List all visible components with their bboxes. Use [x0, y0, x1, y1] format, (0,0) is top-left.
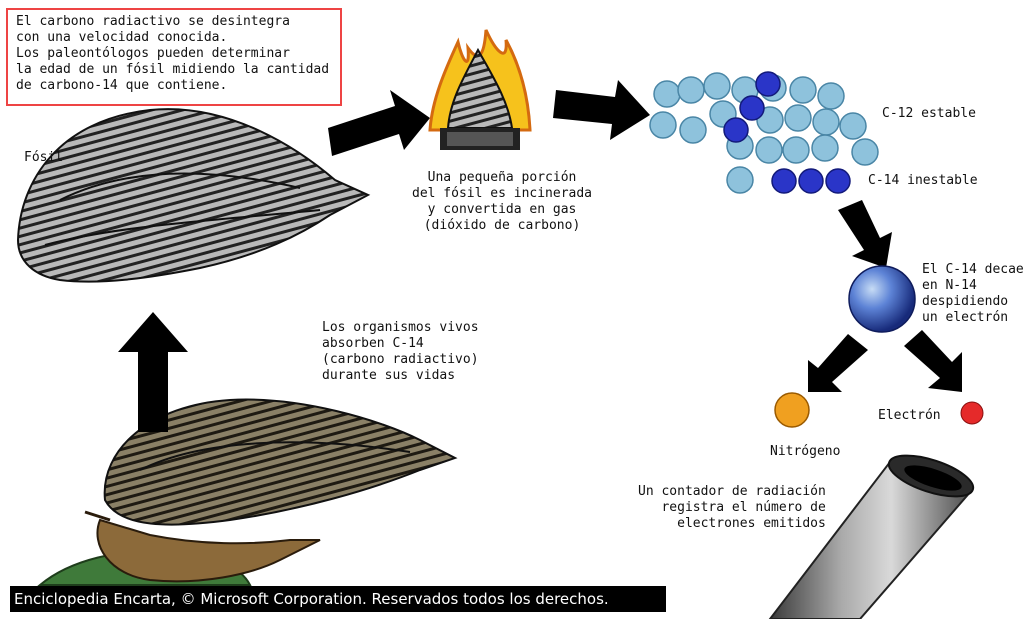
- c14-decay-ball: [848, 265, 916, 333]
- electron-label: Electrón: [878, 408, 941, 423]
- arrow-fire-to-atoms: [553, 80, 650, 140]
- living-snail-illustration: [37, 398, 458, 586]
- atom-cluster: [649, 71, 879, 194]
- arrow-fossil-to-fire: [328, 90, 430, 156]
- arrow-atoms-to-decay: [838, 200, 892, 268]
- living-organisms-text: Los organismos vivos absorben C-14 (carb…: [322, 320, 479, 383]
- nitrogen-label: Nitrógeno: [770, 444, 841, 459]
- electron-particle: [960, 401, 984, 425]
- c14-atoms: [723, 71, 851, 194]
- fossil-label: Fósil: [24, 150, 64, 165]
- c12-label: C-12 estable: [882, 106, 976, 121]
- arrow-to-electron: [904, 330, 962, 392]
- nitrogen-atom: [774, 392, 810, 428]
- copyright-text: Enciclopedia Encarta, © Microsoft Corpor…: [14, 590, 609, 608]
- arrow-snail-to-fossil: [118, 312, 188, 432]
- incineration-text: Una pequeña porción del fósil es inciner…: [412, 170, 593, 233]
- intro-text: El carbono radiactivo se desintegra con …: [16, 14, 330, 93]
- decay-text: El C-14 decae en N-14 despidiendo un ele…: [922, 262, 1024, 325]
- arrow-to-nitrogen: [808, 334, 868, 392]
- radiation-counter-tube: [768, 454, 975, 619]
- c14-label: C-14 inestable: [868, 173, 978, 188]
- copyright-bar: Enciclopedia Encarta, © Microsoft Corpor…: [10, 586, 666, 612]
- intro-text-box: [6, 8, 342, 106]
- radiation-counter-text: Un contador de radiación registra el núm…: [638, 484, 826, 531]
- fossil-shell-illustration: [16, 108, 371, 283]
- burning-fossil-illustration: [428, 29, 532, 150]
